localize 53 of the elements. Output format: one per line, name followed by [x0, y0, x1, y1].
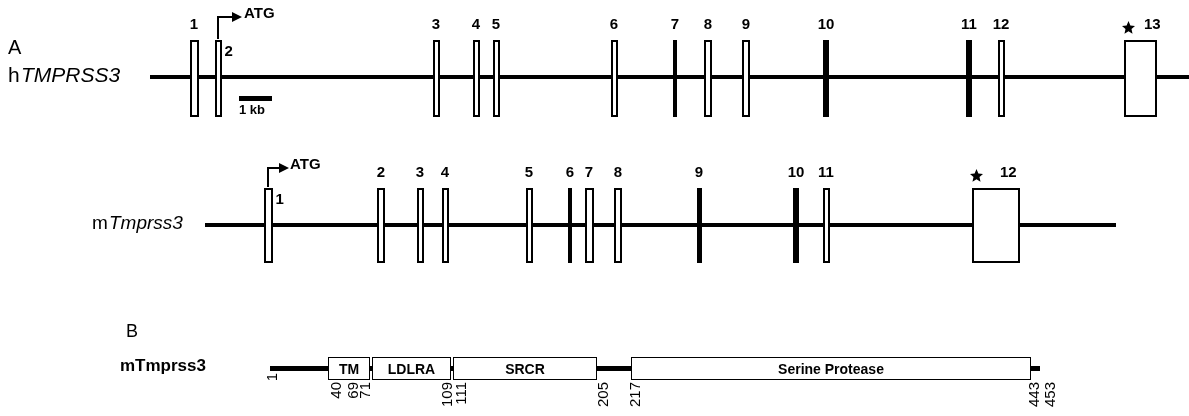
- species-prefix: h: [8, 64, 20, 85]
- residue-number: 69: [345, 382, 360, 399]
- exon-number: 7: [584, 164, 594, 179]
- residue-number: 109: [439, 382, 454, 408]
- domain-label: Serine Protease: [778, 361, 884, 376]
- exon-number: 10: [787, 164, 805, 179]
- exon-number: 9: [741, 16, 751, 31]
- exon-number: 13: [1144, 16, 1161, 31]
- exon-number: 1: [275, 191, 284, 206]
- start-codon-label: ATG: [244, 5, 275, 20]
- gene-name: TMPRSS3: [21, 64, 121, 85]
- residue-number: 1: [264, 373, 279, 382]
- exon-number: 9: [694, 164, 704, 179]
- residue-number: 111: [453, 382, 468, 405]
- exon-number: 3: [431, 16, 441, 31]
- exon-number: 3: [415, 164, 425, 179]
- exon-number: 5: [524, 164, 534, 179]
- domain-label: TM: [338, 361, 360, 376]
- exon-number: 6: [565, 164, 575, 179]
- residue-number: 217: [627, 382, 642, 408]
- residue-number: 40: [328, 382, 343, 399]
- residue-number: 71: [357, 382, 372, 399]
- exon-number: 4: [471, 16, 481, 31]
- exon-number: 12: [1000, 164, 1017, 179]
- domain-box: [631, 357, 1031, 380]
- exon-number: 4: [440, 164, 450, 179]
- exon-number: 6: [609, 16, 619, 31]
- domain-box: [372, 357, 451, 380]
- exon-number: 11: [818, 164, 834, 179]
- exon-number: 7: [670, 16, 680, 31]
- exon-number: 11: [961, 16, 977, 31]
- residue-number: 205: [595, 382, 610, 408]
- exon-number: 5: [491, 16, 501, 31]
- start-codon-label: ATG: [290, 156, 321, 171]
- panel-letter: B: [126, 322, 138, 340]
- exon-number: 10: [817, 16, 835, 31]
- gene-name: Tmprss3: [109, 213, 183, 232]
- exon-number: 2: [376, 164, 386, 179]
- residue-number: 443: [1026, 382, 1041, 408]
- panel-letter: A: [8, 37, 22, 57]
- protein-name: mTmprss3: [120, 357, 206, 374]
- domain-box: [453, 357, 597, 380]
- domain-label: LDLRA: [387, 361, 436, 376]
- species-prefix: m: [92, 213, 108, 232]
- exon-number: 2: [224, 43, 233, 58]
- exon-number: 8: [703, 16, 713, 31]
- exon-number: 1: [189, 16, 199, 31]
- scale-label: 1 kb: [239, 103, 265, 116]
- domain-box: [328, 357, 370, 380]
- domain-label: SRCR: [505, 361, 545, 376]
- residue-number: 453: [1042, 382, 1057, 408]
- exon-number: 8: [613, 164, 623, 179]
- exon-number: 12: [992, 16, 1010, 31]
